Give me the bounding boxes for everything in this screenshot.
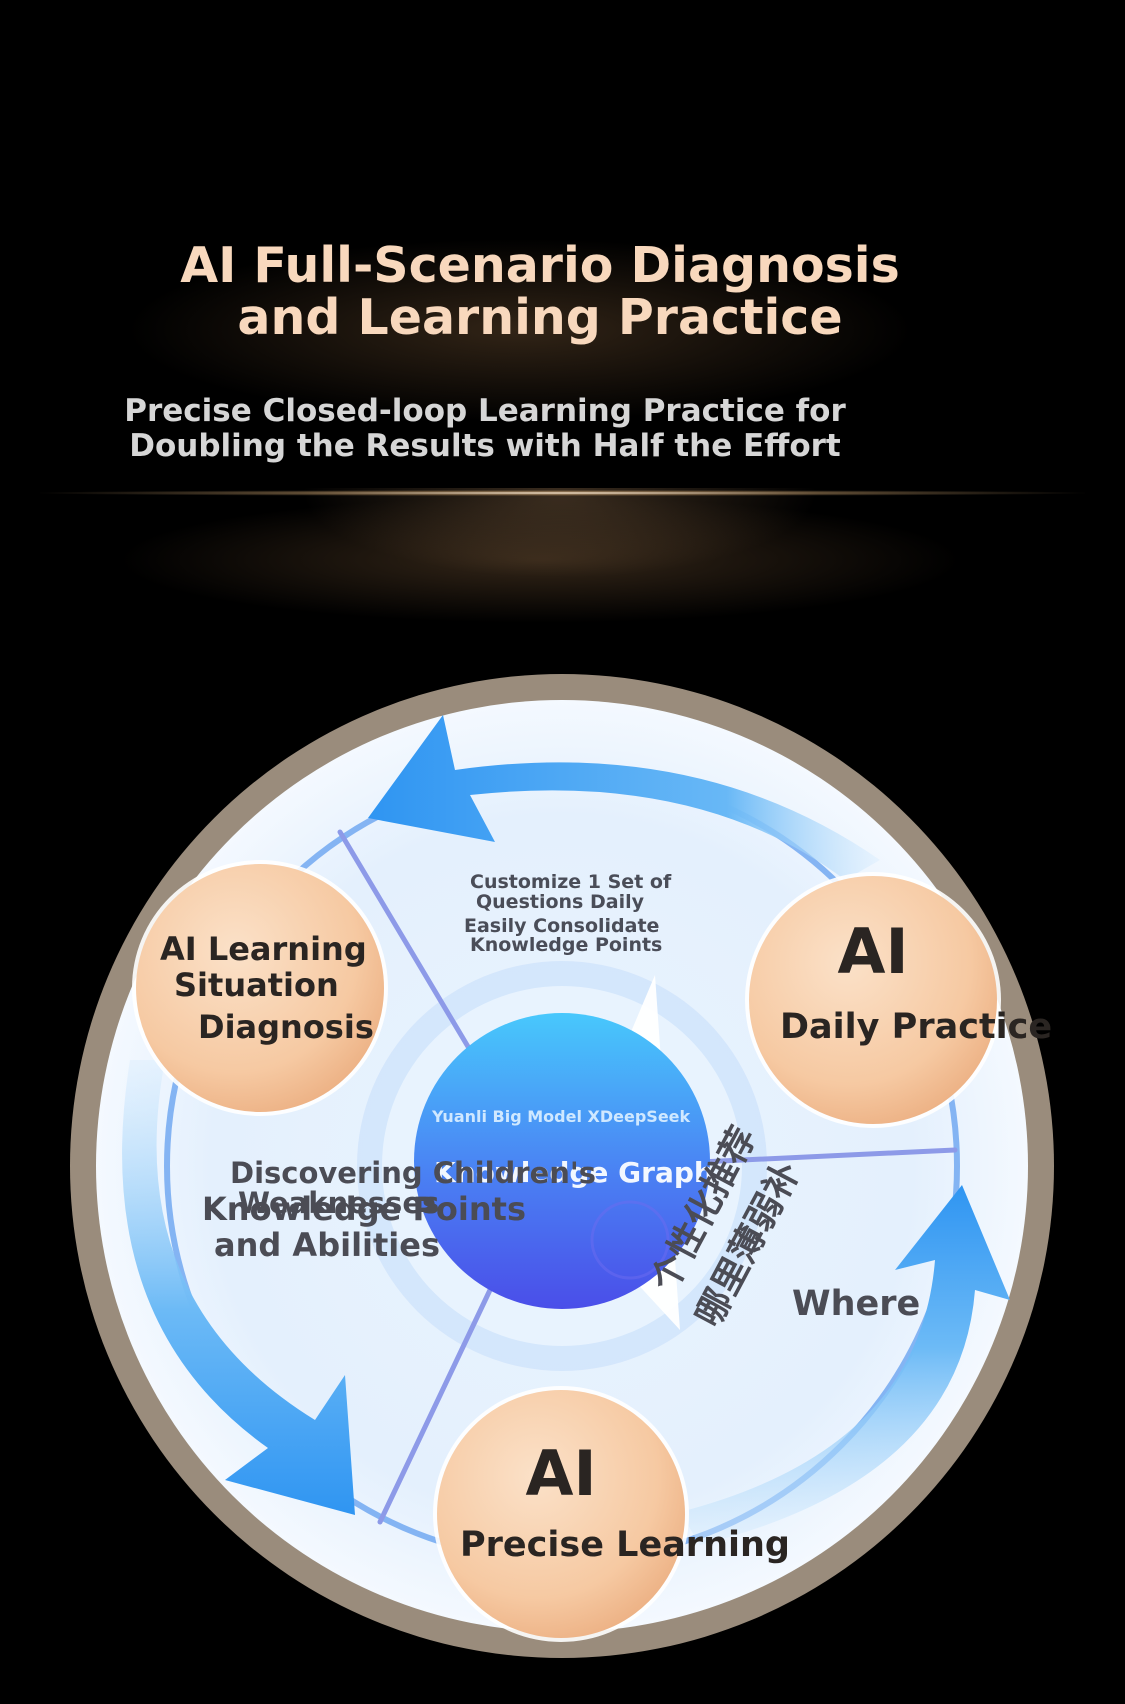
center-graph-label: Knowledge Graph (434, 1156, 714, 1189)
segment-top-line-3: Easily Consolidate (464, 915, 660, 937)
segment-left-line-3: Knowledge Points (202, 1190, 526, 1228)
segment-divider-right (697, 1147, 958, 1165)
node-diagnosis-line-1: AI Learning (160, 930, 367, 968)
segment-left-line-1: Discovering Children's (230, 1156, 597, 1190)
title-line-2: and Learning Practice (237, 289, 843, 346)
node-diagnosis (136, 864, 384, 1112)
segment-top-line-4: Knowledge Points (470, 934, 663, 956)
center-model-label: Yuanli Big Model XDeepSeek (432, 1107, 691, 1126)
cycle-arrow-right (680, 1185, 1010, 1545)
node-daily-line-1: AI (837, 915, 909, 988)
segment-divider-top (337, 829, 473, 1053)
cycle-arrow-top (368, 715, 880, 880)
subtitle-line-1: Precise Closed-loop Learning Practice fo… (124, 393, 846, 429)
divider-line (40, 490, 1085, 496)
segment-top-line-1: Customize 1 Set of (470, 871, 672, 893)
node-diagnosis-line-2: Situation (174, 966, 339, 1004)
title-line-1: AI Full-Scenario Diagnosis (180, 237, 900, 294)
segment-right-en-word: Where (792, 1284, 921, 1324)
node-precise-line-1: AI (525, 1437, 597, 1510)
atom-icon (590, 1200, 670, 1280)
divider-glow (300, 488, 820, 578)
segment-divider-bottom (377, 1287, 493, 1525)
page-title: AI Full-Scenario Diagnosis and Learning … (0, 240, 1080, 344)
page-subtitle: Precise Closed-loop Learning Practice fo… (0, 394, 970, 464)
segment-left-line-2: Weaknesses (238, 1186, 440, 1220)
node-precise (437, 1390, 685, 1638)
node-precise-line-2: Precise Learning (460, 1525, 790, 1565)
node-daily (749, 876, 997, 1124)
cycle-arrow-left (122, 1060, 355, 1515)
segment-left-line-4: and Abilities (214, 1226, 441, 1264)
node-daily-line-2: Daily Practice (780, 1007, 1053, 1047)
segment-top-line-2: Questions Daily (476, 891, 644, 913)
node-diagnosis-line-3: Diagnosis (198, 1008, 374, 1046)
subtitle-line-2: Doubling the Results with Half the Effor… (129, 428, 841, 464)
center-circle (414, 1013, 710, 1309)
